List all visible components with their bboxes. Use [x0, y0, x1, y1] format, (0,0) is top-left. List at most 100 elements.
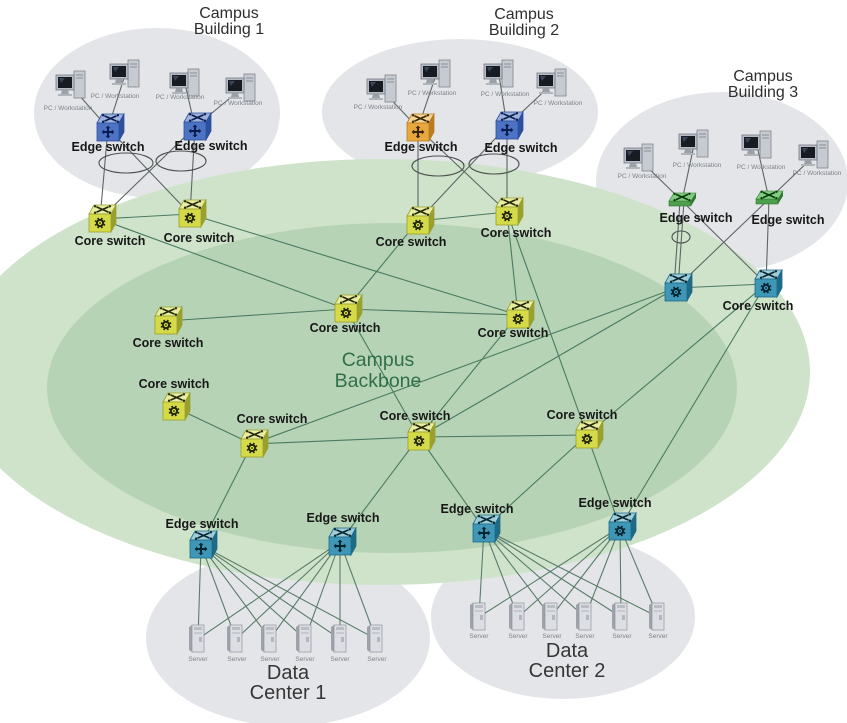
core-switch-label: Core switch: [478, 326, 549, 340]
link-c1-bb2: [99, 218, 347, 310]
server-label: Server: [295, 656, 315, 663]
server-icon: [576, 602, 592, 631]
server-label: Server: [508, 633, 528, 640]
core-switch-icon: [575, 419, 604, 450]
server-icon: [296, 624, 312, 653]
link-bb7-c6: [586, 283, 767, 436]
pc-workstation-icon: [483, 59, 514, 88]
core-switch-icon: [407, 421, 436, 452]
core-switch-label: Core switch: [133, 336, 204, 350]
campus-building-2-title: Campus: [494, 6, 554, 23]
link-d3-s11: [483, 528, 622, 618]
core-switch-label: Core switch: [380, 409, 451, 423]
link-d2-s3: [269, 541, 341, 640]
core-switch-icon: [240, 428, 269, 459]
core-switch-icon: [754, 268, 783, 299]
stack-ring: [98, 152, 154, 174]
core-switch-label: Core switch: [481, 226, 552, 240]
pc-workstation-label: PC / Workstation: [673, 162, 722, 169]
edge-switch-label: Edge switch: [752, 213, 825, 227]
edge-switch-icon: [755, 190, 784, 205]
pc-workstation-icon: [225, 73, 256, 102]
link-bb6-c5: [418, 287, 677, 438]
server-label: Server: [542, 633, 562, 640]
pc-workstation-icon: [623, 143, 654, 172]
link-bb5-c5: [251, 287, 677, 445]
campus-backbone-inner-region: [47, 223, 737, 553]
pc-workstation-label: PC / Workstation: [534, 100, 583, 107]
campus-building-1-region: [34, 28, 280, 198]
pc-workstation-label: PC / Workstation: [737, 164, 786, 171]
stack-ring: [671, 230, 691, 244]
link-d3-s10: [483, 528, 586, 618]
link-d2-s4: [304, 541, 341, 640]
edge-switch-label: Edge switch: [72, 140, 145, 154]
server-icon: [649, 602, 665, 631]
link-bb3-bb6: [418, 314, 519, 438]
campus-backbone-title: Backbone: [335, 370, 422, 392]
link-c4-bb7: [506, 211, 588, 436]
pc-workstation-icon: [798, 140, 829, 169]
link-bb5-d1: [200, 443, 253, 546]
link-bb5-bb6: [251, 436, 420, 445]
core-switch-icon: [154, 305, 183, 336]
campus-building-3-title: Campus: [733, 68, 793, 85]
pc-workstation-icon: [420, 59, 451, 88]
edge-switch-label: Edge switch: [385, 140, 458, 154]
server-label: Server: [367, 656, 387, 663]
core-switch-label: Core switch: [75, 234, 146, 248]
core-switch-icon: [334, 293, 363, 324]
link-c2-bb3: [189, 213, 519, 316]
data-center-2-title: Data: [546, 640, 589, 662]
link-d1-s3: [200, 544, 271, 640]
pc-workstation-icon: [109, 59, 140, 88]
server-label: Server: [648, 633, 668, 640]
link-d3-s9: [483, 528, 552, 618]
core-switch-label: Core switch: [139, 377, 210, 391]
server-label: Server: [330, 656, 350, 663]
link-d4-s11: [619, 526, 622, 618]
pc-workstation-icon: [55, 70, 86, 99]
link-d4-s7: [478, 526, 621, 618]
server-label: Server: [260, 656, 280, 663]
core-switch-icon: [162, 391, 191, 422]
link-c6-d4: [619, 283, 767, 528]
pc-workstation-icon: [741, 130, 772, 159]
link-e6-c5: [675, 198, 770, 289]
edge-switch-icon: [608, 511, 637, 542]
edge-switch-icon: [472, 513, 501, 544]
server-label: Server: [612, 633, 632, 640]
link-d3-s8: [483, 528, 519, 618]
data-center-1-title: Center 1: [250, 682, 327, 704]
server-icon: [261, 624, 277, 653]
link-d1-s1: [197, 544, 202, 640]
pc-workstation-icon: [169, 68, 200, 97]
link-e5-c5: [677, 200, 685, 289]
pc-workstation-icon: [366, 74, 397, 103]
core-switch-icon: [178, 198, 207, 229]
link-d1-s2: [200, 544, 237, 640]
core-switch-label: Core switch: [376, 235, 447, 249]
link-c4-bb3: [506, 211, 519, 316]
link-d1-s6: [200, 544, 377, 640]
link-e5-c5: [673, 200, 681, 289]
link-d2-s6: [339, 541, 377, 640]
link-d4-s12: [619, 526, 659, 618]
link-bb6-bb7: [418, 434, 588, 438]
core-switch-label: Core switch: [547, 408, 618, 422]
data-center-1-title: Data: [267, 662, 310, 684]
core-switch-icon: [406, 205, 435, 236]
server-label: Server: [575, 633, 595, 640]
stack-ring: [155, 150, 207, 172]
link-d1-s5: [200, 544, 341, 640]
data-center-2-title: Center 2: [529, 660, 606, 682]
stack-ring: [411, 155, 465, 177]
link-bb6-d3: [418, 436, 485, 530]
link-bb1-bb2: [165, 308, 347, 322]
pc-workstation-label: PC / Workstation: [44, 105, 93, 112]
link-e2-c1: [99, 126, 196, 220]
pc-workstation-label: PC / Workstation: [793, 170, 842, 177]
server-icon: [542, 602, 558, 631]
link-d4-s8: [517, 526, 621, 618]
